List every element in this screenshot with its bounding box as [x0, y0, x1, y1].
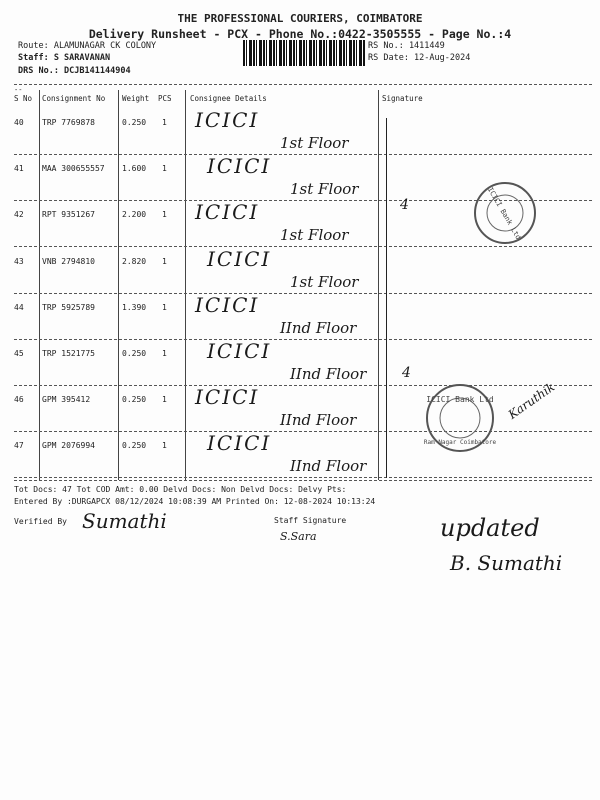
dash-marker: --	[14, 86, 23, 94]
row-divider	[14, 385, 592, 386]
updated-by: B. Sumathi	[450, 551, 563, 575]
consignee-floor: 1st Floor	[290, 180, 359, 199]
header-signature: Signature	[382, 94, 423, 103]
verified-signature: Sumathi	[82, 509, 167, 533]
pcs: 1	[162, 349, 167, 358]
route: Route: ALAMUNAGAR CK COLONY	[18, 41, 157, 51]
consignment-no: TRP 1521775	[42, 349, 95, 358]
header-sno: S No	[14, 94, 33, 103]
staff-signature-label: Staff Signature	[274, 516, 347, 525]
divider	[14, 480, 592, 481]
rs-date: RS Date: 12-Aug-2024	[368, 53, 471, 63]
consignee-floor: IInd Floor	[280, 318, 357, 337]
sno: 40	[14, 118, 24, 127]
company-title: THE PROFESSIONAL COURIERS, COIMBATORE	[177, 12, 423, 25]
column-divider	[39, 90, 40, 480]
consignee-floor: 1st Floor	[280, 226, 349, 245]
weight: 2.820	[122, 256, 147, 266]
consignee-name: ICICI	[195, 385, 260, 410]
consignee-floor: IInd Floor	[290, 365, 367, 383]
stamp-text-2: ICICI Bank Ltd	[426, 395, 494, 404]
weight: 0.250	[122, 395, 147, 405]
consignee-name: ICICI	[207, 339, 272, 363]
column-divider	[118, 90, 119, 480]
staff-signature: S.Sara	[280, 530, 317, 543]
row-divider	[14, 154, 592, 155]
staff: Staff: S SARAVANAN	[18, 53, 111, 63]
sno: 47	[14, 441, 24, 451]
sno: 43	[14, 256, 24, 266]
weight: 2.200	[122, 210, 147, 220]
totals-summary: Tot Docs: 47 Tot COD Amt: 0.00 Delvd Doc…	[14, 485, 347, 494]
consignee-floor: IInd Floor	[280, 411, 357, 430]
pcs: 1	[162, 256, 167, 266]
divider	[14, 84, 592, 85]
consignee-floor: 1st Floor	[280, 134, 349, 152]
barcode	[243, 40, 365, 66]
row-divider	[14, 246, 592, 248]
consignee-floor: IInd Floor	[290, 457, 367, 476]
consignee-floor: 1st Floor	[290, 272, 359, 291]
consignee-name: ICICI	[207, 154, 272, 179]
verified-label: Verified By	[14, 517, 67, 526]
weight: 0.250	[122, 118, 147, 127]
consignment-no: TRP 5925789	[42, 302, 95, 312]
stamp-sub: Ram Nagar Coimbatore	[424, 439, 497, 446]
updated-note: updated	[440, 514, 540, 542]
rs-no: RS No.: 1411449	[368, 41, 445, 51]
consignee-name: ICICI	[195, 292, 260, 317]
consignment-no: MAA 300655557	[42, 164, 105, 174]
row-divider	[14, 477, 592, 479]
column-divider	[185, 90, 186, 480]
drs-no: DRS No.: DCJB141144904	[18, 66, 131, 76]
runsheet-subtitle: Delivery Runsheet - PCX - Phone No.:0422…	[88, 27, 512, 41]
row-divider	[14, 431, 592, 433]
sno: 46	[14, 395, 24, 405]
sno: 42	[14, 210, 24, 220]
entered-by: Entered By :DURGAPCX 08/12/2024 10:08:39…	[14, 497, 376, 506]
header-consignment: Consignment No	[42, 94, 106, 103]
consignment-no: GPM 395412	[42, 395, 91, 405]
header-consignee: Consignee Details	[190, 94, 267, 103]
count-note-1: 4	[400, 197, 409, 213]
stamp-text: ICICI Bank Ltd	[486, 186, 522, 241]
header-pcs: PCS	[158, 94, 172, 103]
sno: 41	[14, 164, 24, 174]
consignee-name: ICICI	[207, 246, 272, 271]
consignment-no: GPM 2076994	[42, 441, 95, 451]
consignee-name: ICICI	[195, 200, 260, 225]
sno: 45	[14, 349, 24, 358]
pcs: 1	[162, 210, 167, 220]
row-divider	[14, 200, 592, 202]
pcs: 1	[162, 395, 167, 405]
bank-stamp-2: ICICI Bank Ltd Ram Nagar Coimbatore	[424, 384, 497, 452]
signature-bracket	[386, 118, 387, 478]
pcs: 1	[162, 302, 167, 312]
weight: 1.600	[122, 164, 147, 174]
consignment-no: RPT 9351267	[42, 210, 95, 220]
weight: 0.250	[122, 349, 147, 358]
row-divider	[14, 338, 592, 340]
consignee-name: ICICI	[207, 431, 272, 456]
pcs: 1	[162, 164, 167, 174]
consignment-no: VNB 2794810	[42, 256, 95, 266]
column-divider	[378, 90, 379, 480]
pcs: 1	[162, 441, 167, 451]
bank-stamp: ICICI Bank Ltd	[474, 182, 536, 244]
count-note-2: 4	[402, 365, 411, 381]
consignee-name: ICICI	[195, 108, 260, 132]
receiver-signature: Karuthik	[505, 379, 558, 422]
consignment-no: TRP 7769878	[42, 118, 95, 127]
pcs: 1	[162, 118, 167, 127]
header-weight: Weight	[122, 94, 150, 103]
sno: 44	[14, 302, 24, 312]
weight: 0.250	[122, 441, 147, 451]
row-divider	[14, 292, 592, 294]
weight: 1.390	[122, 302, 147, 312]
